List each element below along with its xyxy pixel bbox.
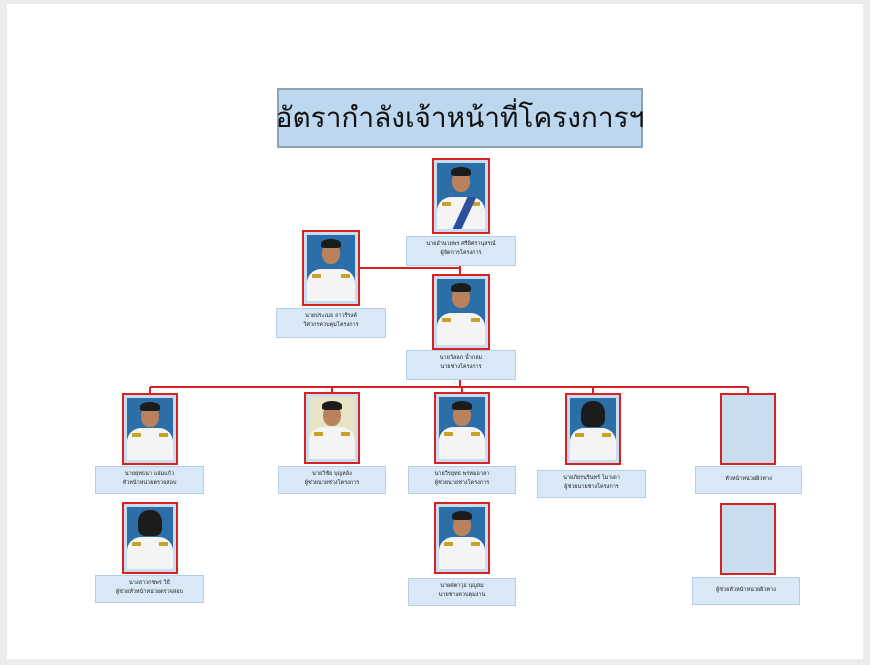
chart-title-box: อัตรากำลังเจ้าหน้าที่โครงการฯ [275,88,645,148]
survey-assistant-role: ผู้ช่วยหัวหน้าหน่วยตรวจสอบ [115,589,184,595]
director-photo [432,158,490,234]
foreman-label: นายศตาวุธ บุญสม นายช่างควบคุมงาน [408,578,516,606]
assistant-engineer-2-name: นายวีรยุทธ พรหมอาลา [434,471,490,477]
director-name: นายอำนวยพร ศรีอิศรานุสรณ์ [426,241,496,247]
director-label: นายอำนวยพร ศรีอิศรานุสรณ์ ผู้จัดการโครงก… [406,236,516,266]
controller-name: นายประเมธ ถาวรีรงค์ [305,313,357,319]
survey-head-role: หัวหน้าหน่วยตรวจสอบ [122,480,177,486]
controller-role: วิศวกรควบคุมโครงการ [303,322,359,328]
route-assistant-photo-placeholder [720,503,776,575]
engineer-name: นายวัลลภ น้ำกลม [439,355,483,361]
route-assistant-role: ผู้ช่วยหัวหน้าหน่วยผิวทาง [716,587,776,593]
director-role: ผู้จัดการโครงการ [440,250,482,256]
chart-title: อัตรากำลังเจ้าหน้าที่โครงการฯ [275,101,645,134]
survey-head-name: นายยุทธนา แจ่มแก้ว [124,471,175,477]
assistant-engineer-3-photo [565,393,621,465]
assistant-engineer-2-photo [434,392,490,464]
foreman-role: นายช่างควบคุมงาน [438,592,486,598]
route-head-role: หัวหน้าหน่วยผิวทาง [725,476,772,482]
route-head-label: หัวหน้าหน่วยผิวทาง [695,466,802,494]
controller-label: นายประเมธ ถาวรีรงค์ วิศวกรควบคุมโครงการ [276,308,386,338]
assistant-engineer-3-label: นายภัยรนรินทร์ ไมาเดา ผู้ช่วยนายช่างโครง… [537,470,646,498]
assistant-engineer-3-role: ผู้ช่วยนายช่างโครงการ [564,484,619,490]
route-assistant-label: ผู้ช่วยหัวหน้าหน่วยผิวทาง [692,577,800,605]
assistant-engineer-1-photo [304,392,360,464]
controller-photo [302,230,360,306]
assistant-engineer-1-label: นายวิชัย บุญหล้ง ผู้ช่วยนายช่างโครงการ [278,466,386,494]
engineer-photo [432,274,490,350]
foreman-name: นายศตาวุธ บุญสม [440,583,484,589]
engineer-label: นายวัลลภ น้ำกลม นายช่างโครงการ [406,350,516,380]
survey-head-photo [122,393,178,465]
engineer-role: นายช่างโครงการ [440,364,482,370]
route-head-photo-placeholder [720,393,776,465]
survey-assistant-name: นางสาวกชพร วิธี [129,580,170,586]
foreman-photo [434,502,490,574]
assistant-engineer-2-label: นายวีรยุทธ พรหมอาลา ผู้ช่วยนายช่างโครงกา… [408,466,516,494]
survey-assistant-label: นางสาวกชพร วิธี ผู้ช่วยหัวหน้าหน่วยตรวจส… [95,575,204,603]
assistant-engineer-1-name: นายวิชัย บุญหล้ง [312,471,352,477]
survey-head-label: นายยุทธนา แจ่มแก้ว หัวหน้าหน่วยตรวจสอบ [95,466,204,494]
assistant-engineer-3-name: นายภัยรนรินทร์ ไมาเดา [563,475,620,481]
survey-assistant-photo [122,502,178,574]
assistant-engineer-1-role: ผู้ช่วยนายช่างโครงการ [304,480,360,486]
assistant-engineer-2-role: ผู้ช่วยนายช่างโครงการ [434,480,490,486]
